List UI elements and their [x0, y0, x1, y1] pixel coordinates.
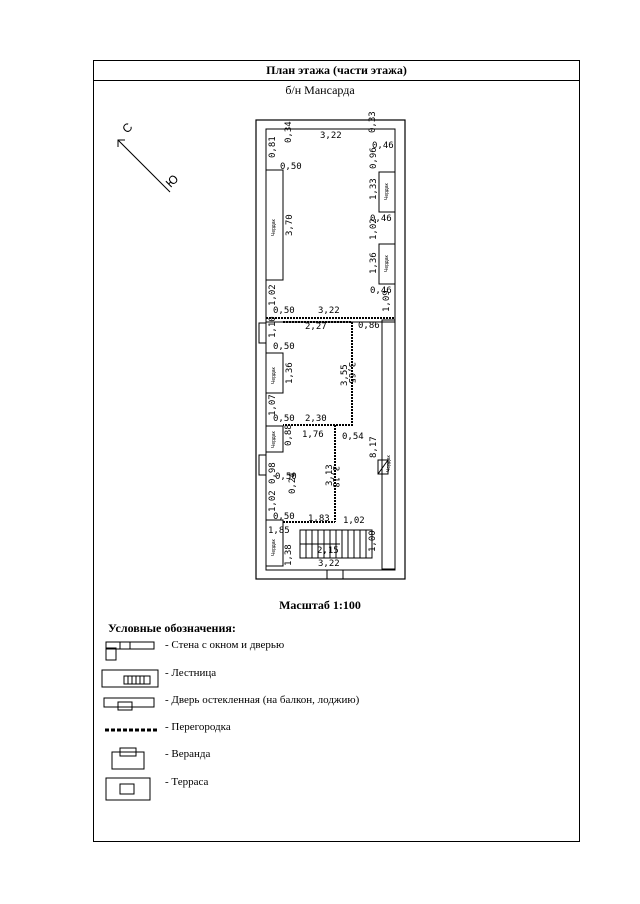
legend-item-stairs: - Лестница: [165, 667, 217, 679]
dim-label: 0,46: [372, 141, 394, 151]
dim-label: 1,02: [268, 284, 278, 306]
dim-label: 3,22: [320, 131, 342, 141]
dim-label: 0,81: [268, 136, 278, 158]
dim-label: 0,33: [368, 111, 378, 133]
dim-label: 1,02: [343, 516, 365, 526]
dim-label: 0,50: [273, 414, 295, 424]
dim-label: 1,38: [284, 544, 294, 566]
dim-label: 1,10: [268, 316, 278, 338]
dim-label: 0,46: [370, 286, 392, 296]
room-label: Чердак: [271, 367, 277, 384]
dim-label: 2,30: [305, 414, 327, 424]
dim-label: 0,50: [275, 472, 297, 482]
dim-label: 0,88: [284, 424, 294, 446]
dim-label: 3,70: [285, 214, 295, 236]
dim-label: 0,24: [288, 472, 298, 494]
room-label: Чердак: [271, 219, 277, 236]
floor-subtitle: б/н Мансарда: [285, 83, 355, 97]
dim-label: 2,27: [305, 322, 327, 332]
room-label: Чердак: [271, 431, 277, 448]
dim-label: 1,83: [308, 514, 330, 524]
dim-label: 0,34: [284, 121, 294, 143]
dim-label: 0,86: [358, 321, 380, 331]
dim-label: 1,33: [369, 178, 379, 200]
dim-label: 8,17: [369, 436, 379, 458]
scale-label: Масштаб 1:100: [279, 598, 361, 612]
dim-label: 3,18: [330, 466, 340, 488]
page-title: План этажа (части этажа): [94, 61, 579, 81]
dim-label: 0,98: [268, 462, 278, 484]
dim-label: 1,07: [268, 394, 278, 416]
dim-label: 0,54: [342, 432, 364, 442]
dim-label: 1,09: [382, 290, 392, 312]
dim-label: 1,85: [268, 526, 290, 536]
dim-label: 0,50: [273, 306, 295, 316]
dim-label: 3,22: [318, 559, 340, 569]
dim-label: 1,00: [368, 530, 378, 552]
legend-symbols: [101, 641, 159, 801]
staircase: [299, 529, 373, 559]
room-label: Чердак: [384, 255, 390, 272]
legend-title: Условные обозначения:: [108, 621, 236, 635]
compass-arrow-icon: [117, 139, 171, 193]
dim-label: 2,15: [317, 546, 339, 556]
drawing-frame: План этажа (части этажа): [93, 60, 580, 842]
dim-label: 1,02: [369, 218, 379, 240]
dim-label: 1,36: [369, 252, 379, 274]
dim-label: 0,50: [280, 162, 302, 172]
dim-label: 0,46: [370, 214, 392, 224]
room-label: Чердак: [386, 455, 392, 472]
legend-item-glazed-door: - Дверь остекленная (на балкон, лоджию): [165, 694, 360, 706]
dim-label: 3,65: [346, 362, 356, 384]
dim-label: 0,96: [369, 147, 379, 169]
legend-item-terrace: - Терраса: [165, 776, 209, 788]
room-label: Чердак: [384, 183, 390, 200]
legend-item-partition: - Перегородка: [165, 721, 231, 733]
dim-label: 3,22: [318, 306, 340, 316]
dim-label: 0,50: [273, 342, 295, 352]
dim-label: 0,50: [273, 512, 295, 522]
dim-label: 1,76: [302, 430, 324, 440]
legend-item-wall: - Стена с окном и дверью: [165, 639, 285, 651]
legend-item-veranda: - Веранда: [165, 748, 211, 760]
dim-label: 1,02: [268, 490, 278, 512]
room-label: Чердак: [271, 539, 277, 556]
dim-label: 1,36: [285, 362, 295, 384]
